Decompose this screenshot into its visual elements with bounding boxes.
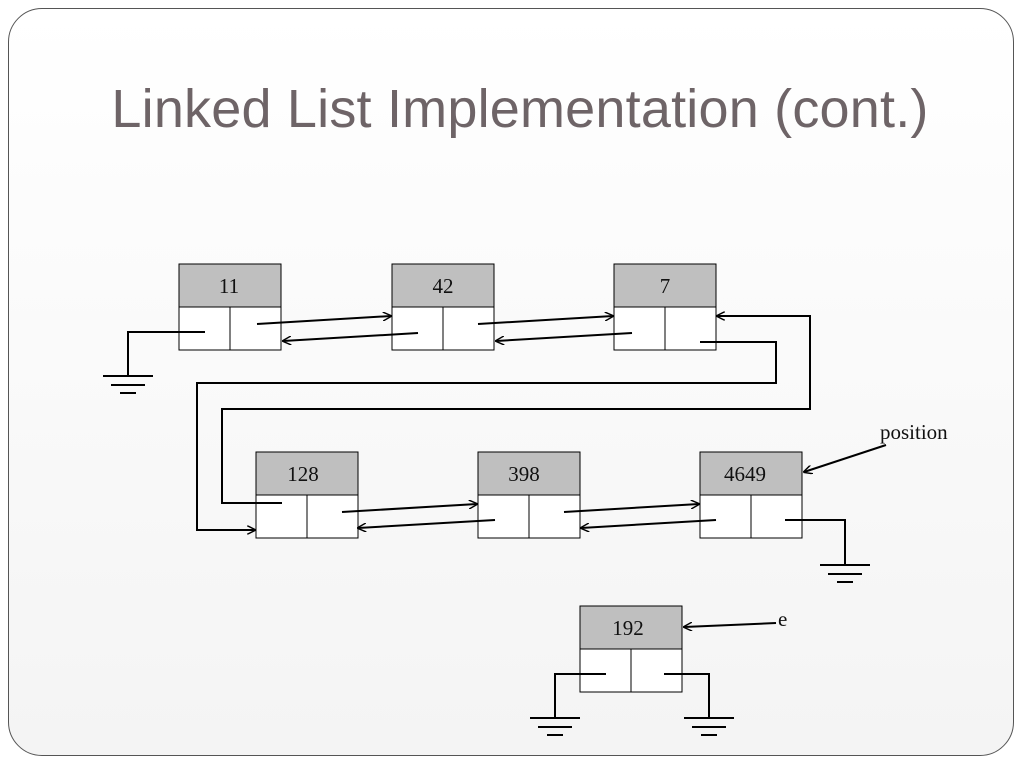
node-value: 128 — [287, 462, 319, 486]
node-value: 192 — [612, 616, 644, 640]
list-node-7: 7 — [613, 263, 717, 351]
ground-symbol-e-next — [664, 673, 734, 736]
next-pointer-42-to-7 — [477, 316, 613, 325]
next-pointer-11-to-42 — [256, 316, 391, 325]
prev-pointer-42-to-11 — [283, 332, 419, 341]
position-label: position — [880, 420, 948, 444]
slide-title: Linked List Implementation (cont.) — [111, 79, 929, 139]
e-pointer — [684, 622, 777, 627]
node-value: 398 — [508, 462, 540, 486]
next-pointer-128-to-398 — [341, 504, 477, 513]
ground-symbol-e-prev — [530, 673, 606, 736]
e-label: e — [778, 607, 787, 631]
node-value: 4649 — [724, 462, 766, 486]
list-node-4649: 4649 — [699, 451, 803, 539]
prev-pointer-128-to-7 — [221, 316, 811, 504]
list-node-128: 128 — [255, 451, 359, 539]
prev-pointer-398-to-128 — [358, 519, 496, 528]
ground-symbol-head — [103, 331, 205, 394]
list-node-398: 398 — [477, 451, 581, 539]
list-node-192: 192 — [579, 605, 683, 693]
list-node-42: 42 — [391, 263, 495, 351]
next-pointer-398-to-4649 — [563, 504, 699, 513]
node-value: 7 — [660, 274, 671, 298]
prev-pointer-7-to-42 — [496, 332, 633, 341]
prev-pointer-4649-to-398 — [581, 519, 717, 528]
next-pointer-7-to-128 — [196, 341, 777, 530]
ground-symbol-tail — [785, 519, 870, 583]
node-value: 11 — [219, 274, 239, 298]
position-pointer — [804, 444, 887, 472]
list-node-11: 11 — [178, 263, 282, 351]
node-value: 42 — [433, 274, 454, 298]
